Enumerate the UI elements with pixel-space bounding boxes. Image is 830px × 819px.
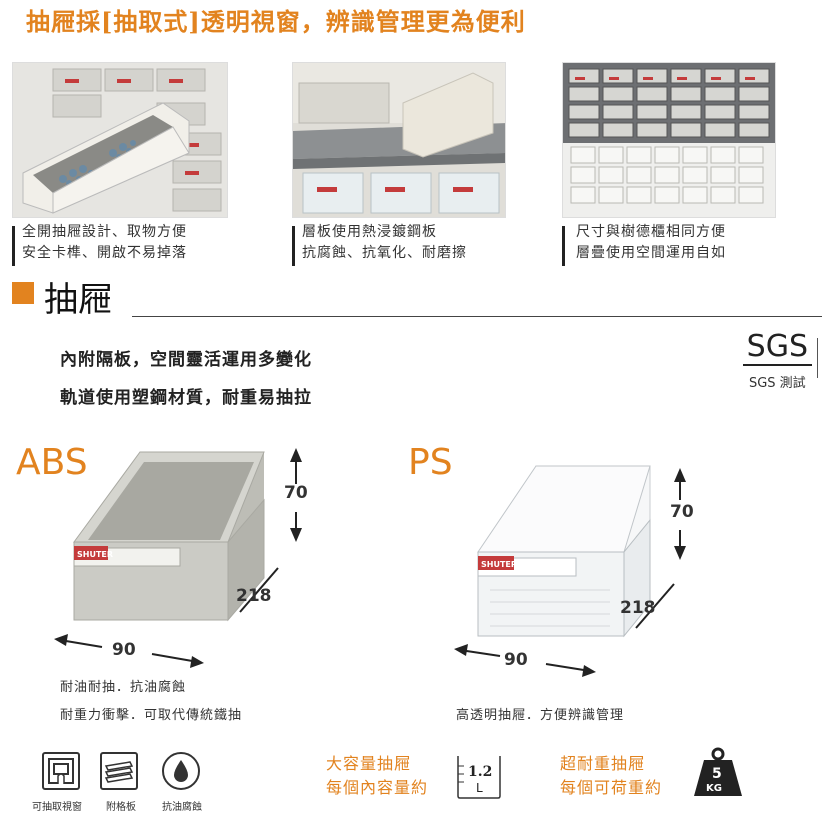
capacity-unit: L bbox=[476, 781, 483, 795]
load-line-1: 超耐重抽屜 bbox=[560, 754, 646, 773]
feature-rail: 軌道使用塑鋼材質，耐重易抽拉 bbox=[60, 388, 312, 408]
photo-caption-3: 尺寸與樹德櫃相同方便 層疊使用空間運用自如 bbox=[576, 224, 726, 261]
sgs-badge: SGS SGS 測試 bbox=[742, 330, 818, 391]
window-icon bbox=[42, 752, 80, 790]
section-title: 抽屜 bbox=[44, 280, 112, 320]
abs-note-2: 耐重力衝擊．可取代傳統鐵抽 bbox=[60, 708, 243, 723]
capacity-line-2: 每個內容量約 bbox=[326, 778, 429, 797]
window-icon-caption: 可抽取視窗 bbox=[32, 802, 82, 813]
partition-icon bbox=[100, 752, 138, 790]
capacity-value: 1.2 bbox=[468, 764, 492, 780]
capacity-promo: 大容量抽屜 每個內容量約 bbox=[326, 752, 428, 800]
ps-note-1: 高透明抽屜．方便辨識管理 bbox=[456, 708, 625, 723]
photo-open-drawer bbox=[12, 62, 228, 218]
feature-partition: 內附隔板，空間靈活運用多變化 bbox=[60, 350, 312, 370]
load-promo: 超耐重抽屜 每個可荷重約 bbox=[560, 752, 662, 800]
capacity-beaker-icon: 1.2 L bbox=[457, 756, 501, 799]
abs-drawer-diagram: SHUTER bbox=[54, 448, 302, 668]
caption-bar-1 bbox=[12, 226, 15, 266]
weight-icon: 5 KG bbox=[694, 747, 742, 796]
ps-brand-label: SHUTER bbox=[481, 560, 517, 569]
caption-bar-2 bbox=[292, 226, 295, 266]
sgs-logo: SGS bbox=[742, 330, 812, 366]
abs-brand-label: SHUTER bbox=[77, 550, 113, 559]
section-marker bbox=[12, 282, 34, 304]
abs-depth-value: 218 bbox=[236, 586, 272, 606]
ps-height-value: 70 bbox=[670, 502, 694, 522]
headline: 抽屜採[抽取式]透明視窗，辨識管理更為便利 bbox=[26, 7, 526, 36]
capacity-line-1: 大容量抽屜 bbox=[326, 754, 412, 773]
ps-width-value: 90 bbox=[504, 650, 528, 670]
partition-icon-caption: 附格板 bbox=[106, 802, 136, 813]
ps-drawer-diagram: SHUTER bbox=[454, 465, 686, 677]
drop-icon bbox=[162, 752, 200, 790]
abs-height-value: 70 bbox=[284, 483, 308, 503]
drop-icon-caption: 抗油腐蝕 bbox=[162, 802, 202, 813]
photo-caption-2: 層板使用熱浸鍍鋼板 抗腐蝕、抗氧化、耐磨擦 bbox=[302, 224, 467, 261]
sgs-caption: SGS 測試 bbox=[748, 376, 806, 391]
open-drawer-illustration bbox=[13, 63, 227, 217]
ps-label: PS bbox=[408, 442, 453, 483]
abs-width-value: 90 bbox=[112, 640, 136, 660]
sgs-tick bbox=[817, 338, 818, 378]
abs-note-1: 耐油耐抽．抗油腐蝕 bbox=[60, 680, 187, 695]
steel-shelf-illustration bbox=[293, 63, 505, 217]
caption-bar-3 bbox=[562, 226, 565, 266]
abs-label: ABS bbox=[16, 442, 88, 483]
load-value: 5 bbox=[712, 766, 722, 782]
section-divider bbox=[132, 316, 822, 317]
photo-stacked-cabinets bbox=[562, 62, 776, 218]
load-unit: KG bbox=[706, 783, 722, 794]
photo-caption-1: 全開抽屜設計、取物方便 安全卡榫、開啟不易掉落 bbox=[22, 224, 187, 261]
stacked-cabinets-illustration bbox=[563, 63, 775, 217]
photo-steel-shelf bbox=[292, 62, 506, 218]
load-line-2: 每個可荷重約 bbox=[560, 778, 663, 797]
ps-depth-value: 218 bbox=[620, 598, 656, 618]
